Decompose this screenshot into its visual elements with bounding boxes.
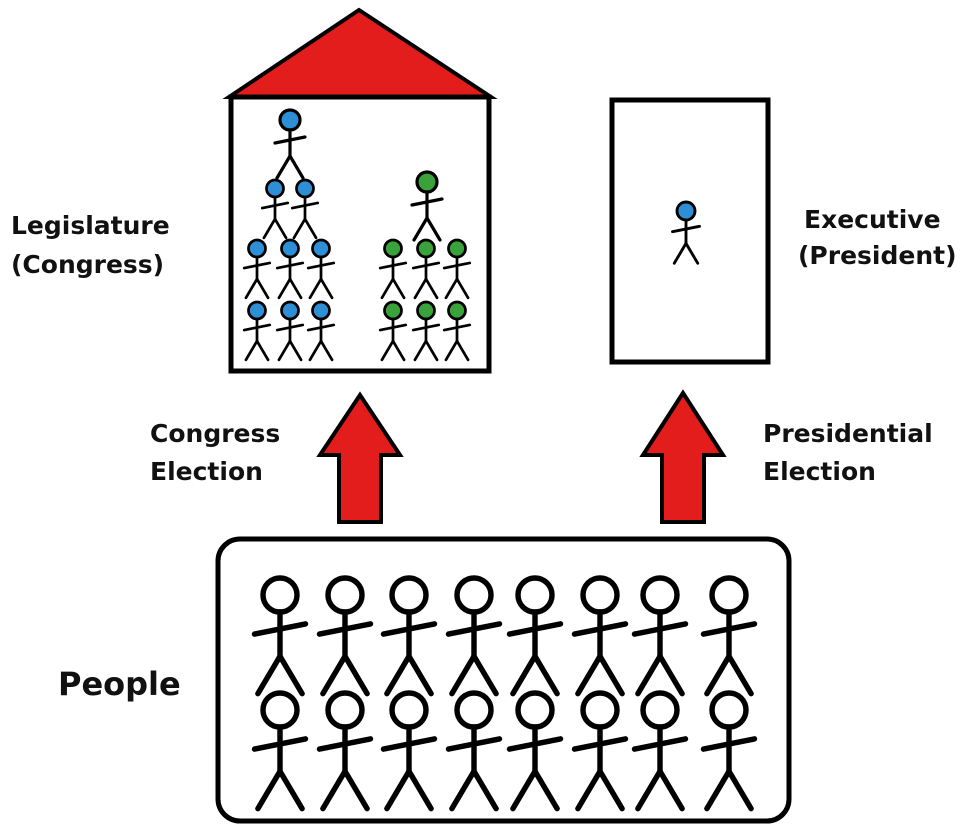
executive-label-line1: Executive: [804, 205, 941, 234]
president-figure: [671, 200, 701, 265]
person-figure: [506, 690, 564, 812]
people-members: [251, 575, 758, 812]
person-figure: [631, 690, 689, 812]
legislature-building: [222, 7, 498, 374]
executive-box: [609, 97, 771, 365]
congress-election-label-line1: Congress: [150, 419, 280, 448]
legislature-member-green: [442, 300, 472, 362]
person-figure: [571, 690, 629, 812]
person-figure: [445, 690, 503, 812]
congress-election-arrow: [316, 391, 404, 524]
person-figure: [316, 690, 374, 812]
legislature-member-blue: [290, 178, 320, 240]
person-figure: [571, 575, 629, 697]
presidential-election-arrow: [639, 389, 727, 524]
legislature-member-blue: [306, 300, 336, 362]
legislature-member-green: [378, 238, 408, 300]
legislature-member-green: [442, 238, 472, 300]
person-figure: [445, 575, 503, 697]
person-figure: [316, 575, 374, 697]
people-box-group: [215, 536, 792, 824]
presidential-election-label-line2: Election: [763, 457, 876, 486]
legislature-member-blue: [275, 300, 305, 362]
legislature-label-line2: (Congress): [11, 250, 164, 279]
legislature-roof: [222, 7, 498, 99]
person-figure: [380, 575, 438, 697]
legislature-members: [242, 108, 472, 362]
executive-members: [671, 200, 701, 265]
person-figure: [631, 575, 689, 697]
legislature-member-blue: [260, 178, 290, 240]
legislature-member-green: [411, 300, 441, 362]
legislature-member-green: [411, 238, 441, 300]
legislature-member-blue: [242, 300, 272, 362]
legislature-member-blue: [273, 108, 307, 180]
executive-building: [609, 97, 771, 365]
person-figure: [251, 690, 309, 812]
person-figure: [700, 575, 758, 697]
legislature-member-green: [378, 300, 408, 362]
presidential-election-label-line1: Presidential: [763, 419, 933, 448]
people-label: People: [58, 665, 181, 703]
legislature-member-green: [410, 170, 444, 242]
executive-label-line2: (President): [798, 241, 957, 270]
congress-election-label-line2: Election: [150, 457, 263, 486]
legislature-member-blue: [275, 238, 305, 300]
person-figure: [506, 575, 564, 697]
legislature-label-line1: Legislature: [11, 211, 170, 240]
person-figure: [251, 575, 309, 697]
person-figure: [700, 690, 758, 812]
person-figure: [380, 690, 438, 812]
people-box: [215, 536, 792, 824]
legislature-member-blue: [306, 238, 336, 300]
legislature-member-blue: [242, 238, 272, 300]
